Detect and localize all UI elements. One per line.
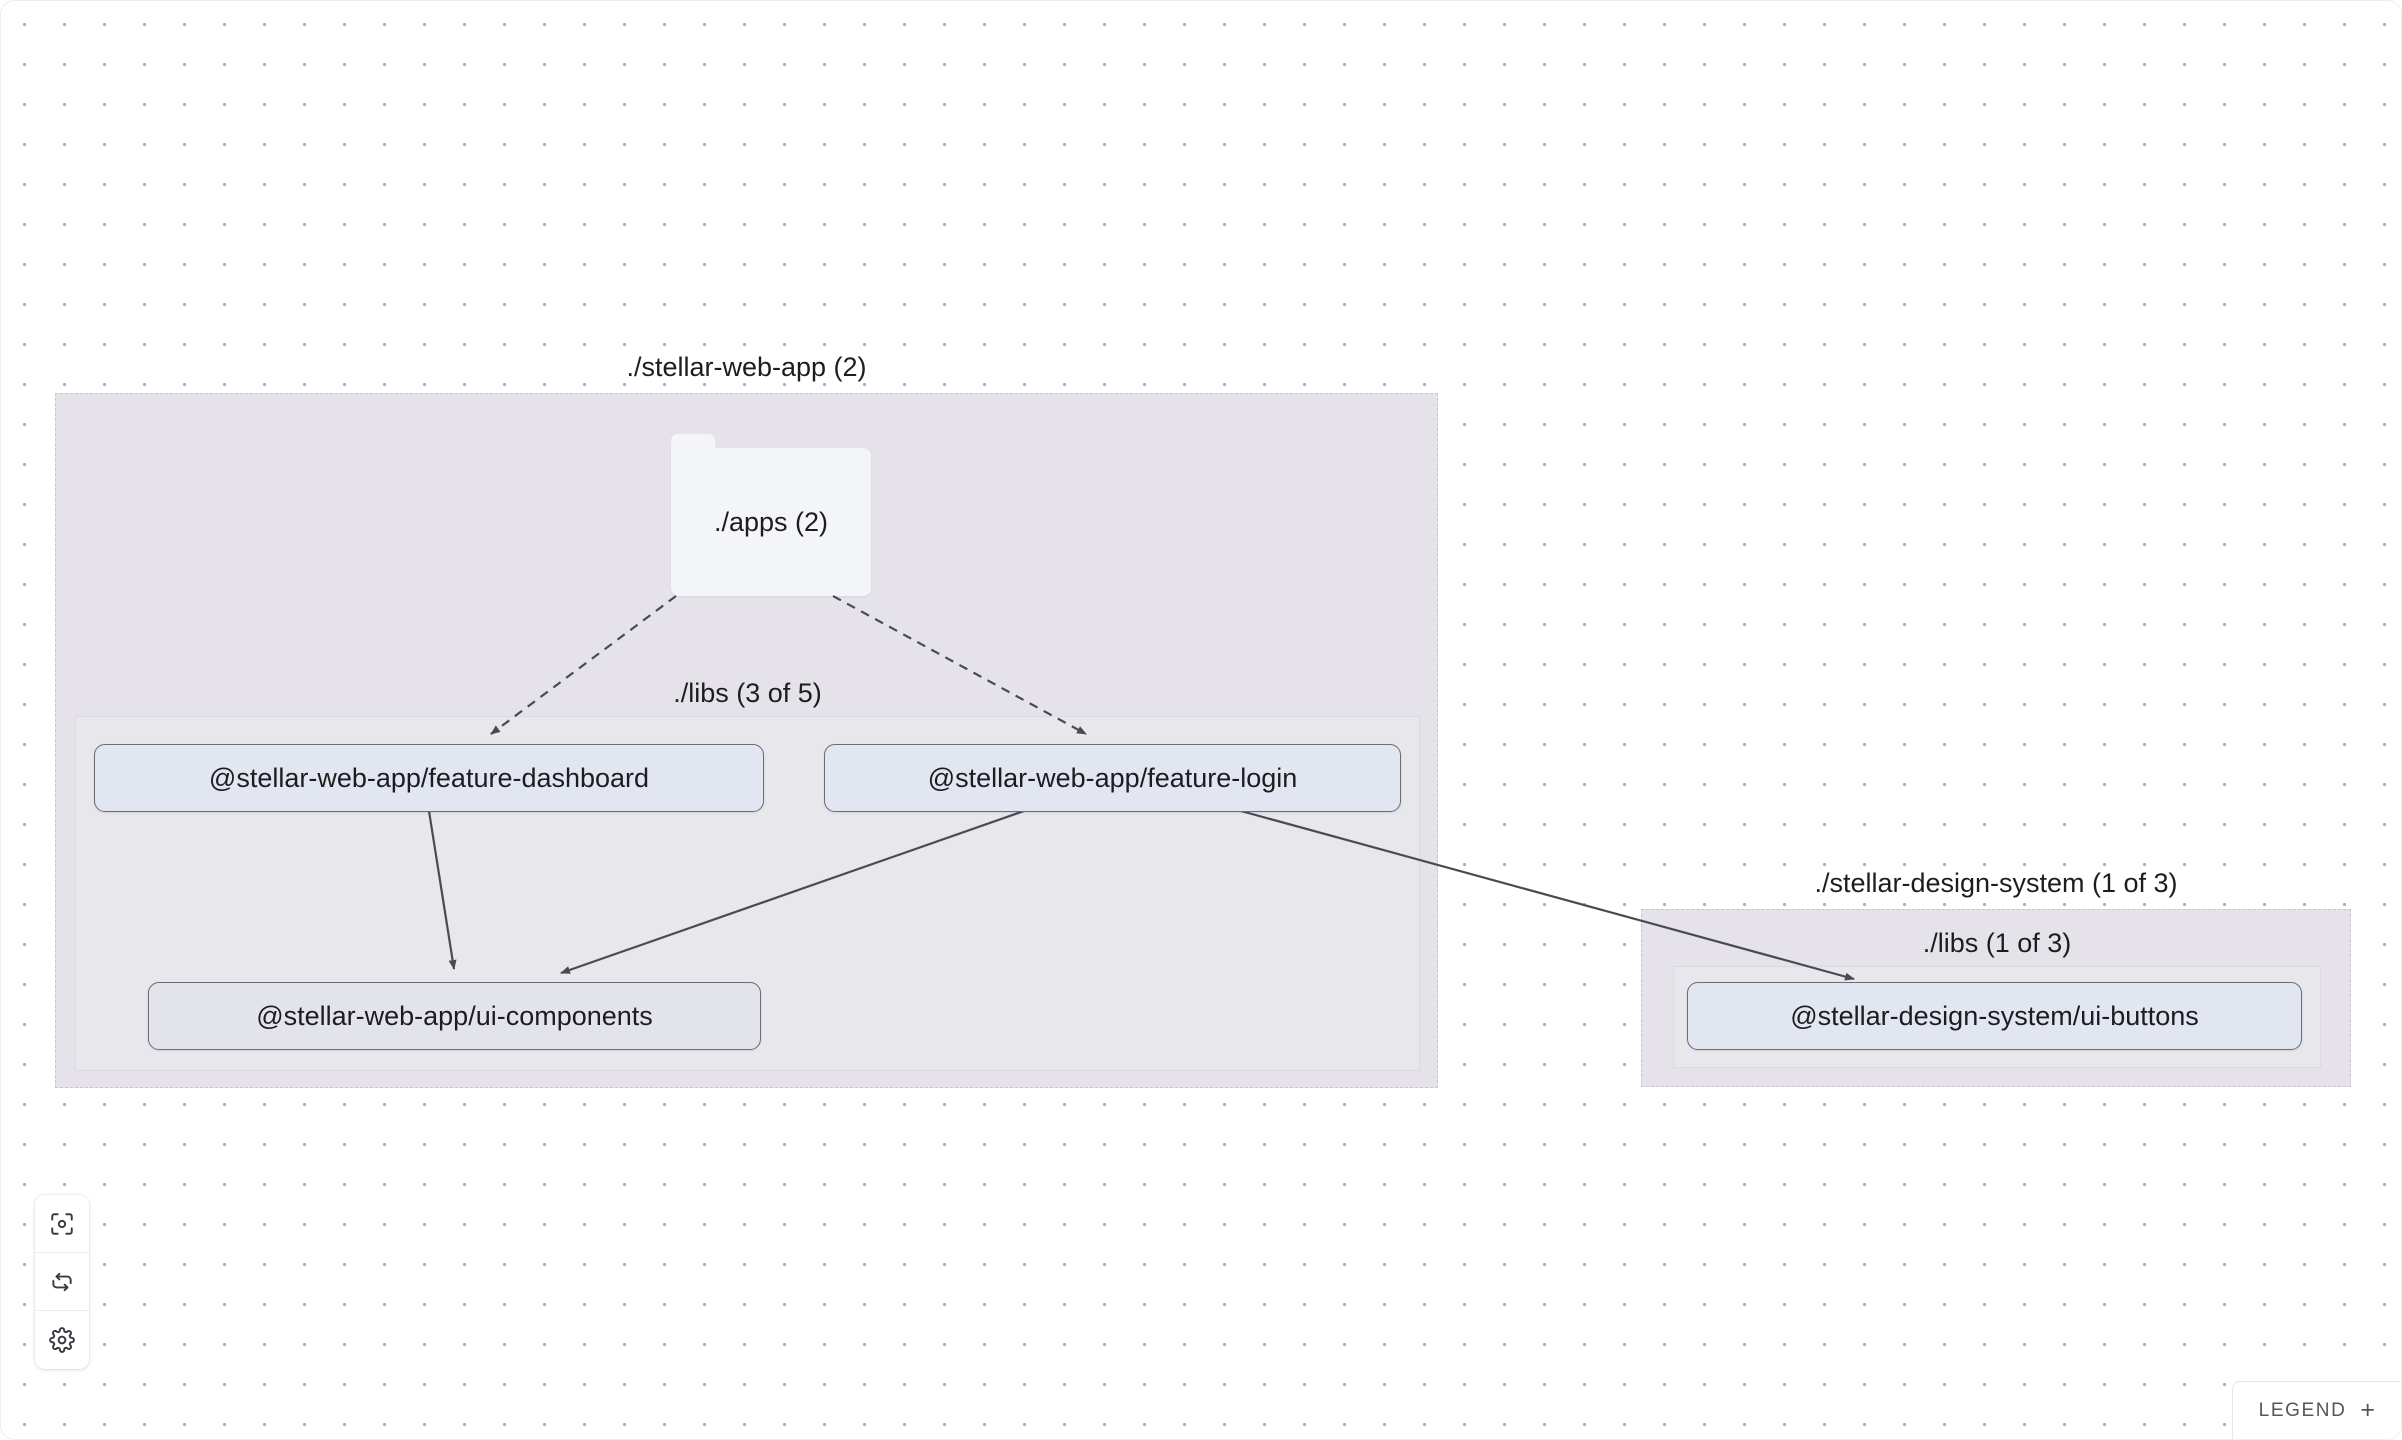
settings-button[interactable] bbox=[35, 1311, 89, 1369]
folder-node-label-apps: ./apps (2) bbox=[713, 506, 829, 537]
lib-node-label-ui-buttons: @stellar-design-system/ui-buttons bbox=[1790, 1001, 2199, 1031]
legend-label: LEGEND bbox=[2258, 1399, 2347, 1421]
folder-tab-shape bbox=[671, 434, 715, 452]
focus-graph-button[interactable] bbox=[35, 1195, 89, 1253]
refresh-icon bbox=[49, 1269, 75, 1295]
project-group-title-stellar-web-app: ./stellar-web-app (2) bbox=[626, 352, 867, 382]
gear-icon bbox=[49, 1327, 75, 1353]
lib-node-ui-buttons[interactable]: @stellar-design-system/ui-buttons bbox=[1687, 982, 2302, 1050]
lib-node-label-ui-components: @stellar-web-app/ui-components bbox=[256, 1001, 653, 1031]
lib-node-label-feature-login: @stellar-web-app/feature-login bbox=[927, 763, 1298, 793]
focus-target-icon bbox=[49, 1211, 75, 1237]
project-group-title-stellar-design-system: ./stellar-design-system (1 of 3) bbox=[1814, 868, 2178, 898]
refresh-graph-button[interactable] bbox=[35, 1253, 89, 1311]
lib-node-feature-dashboard[interactable]: @stellar-web-app/feature-dashboard bbox=[94, 744, 764, 812]
folder-node-apps[interactable]: ./apps (2) bbox=[671, 434, 871, 596]
graph-control-panel[interactable] bbox=[35, 1195, 89, 1369]
lib-node-feature-login[interactable]: @stellar-web-app/feature-login bbox=[824, 744, 1401, 812]
lib-node-ui-components[interactable]: @stellar-web-app/ui-components bbox=[148, 982, 761, 1050]
dir-group-title-stellar-web-app-libs: ./libs (3 of 5) bbox=[673, 678, 822, 708]
lib-node-label-feature-dashboard: @stellar-web-app/feature-dashboard bbox=[208, 763, 650, 793]
folder-body-shape: ./apps (2) bbox=[671, 448, 871, 596]
plus-icon: + bbox=[2360, 1396, 2375, 1424]
legend-toggle[interactable]: LEGEND + bbox=[2231, 1381, 2401, 1439]
dir-group-title-stellar-design-system-libs: ./libs (1 of 3) bbox=[1922, 928, 2072, 958]
